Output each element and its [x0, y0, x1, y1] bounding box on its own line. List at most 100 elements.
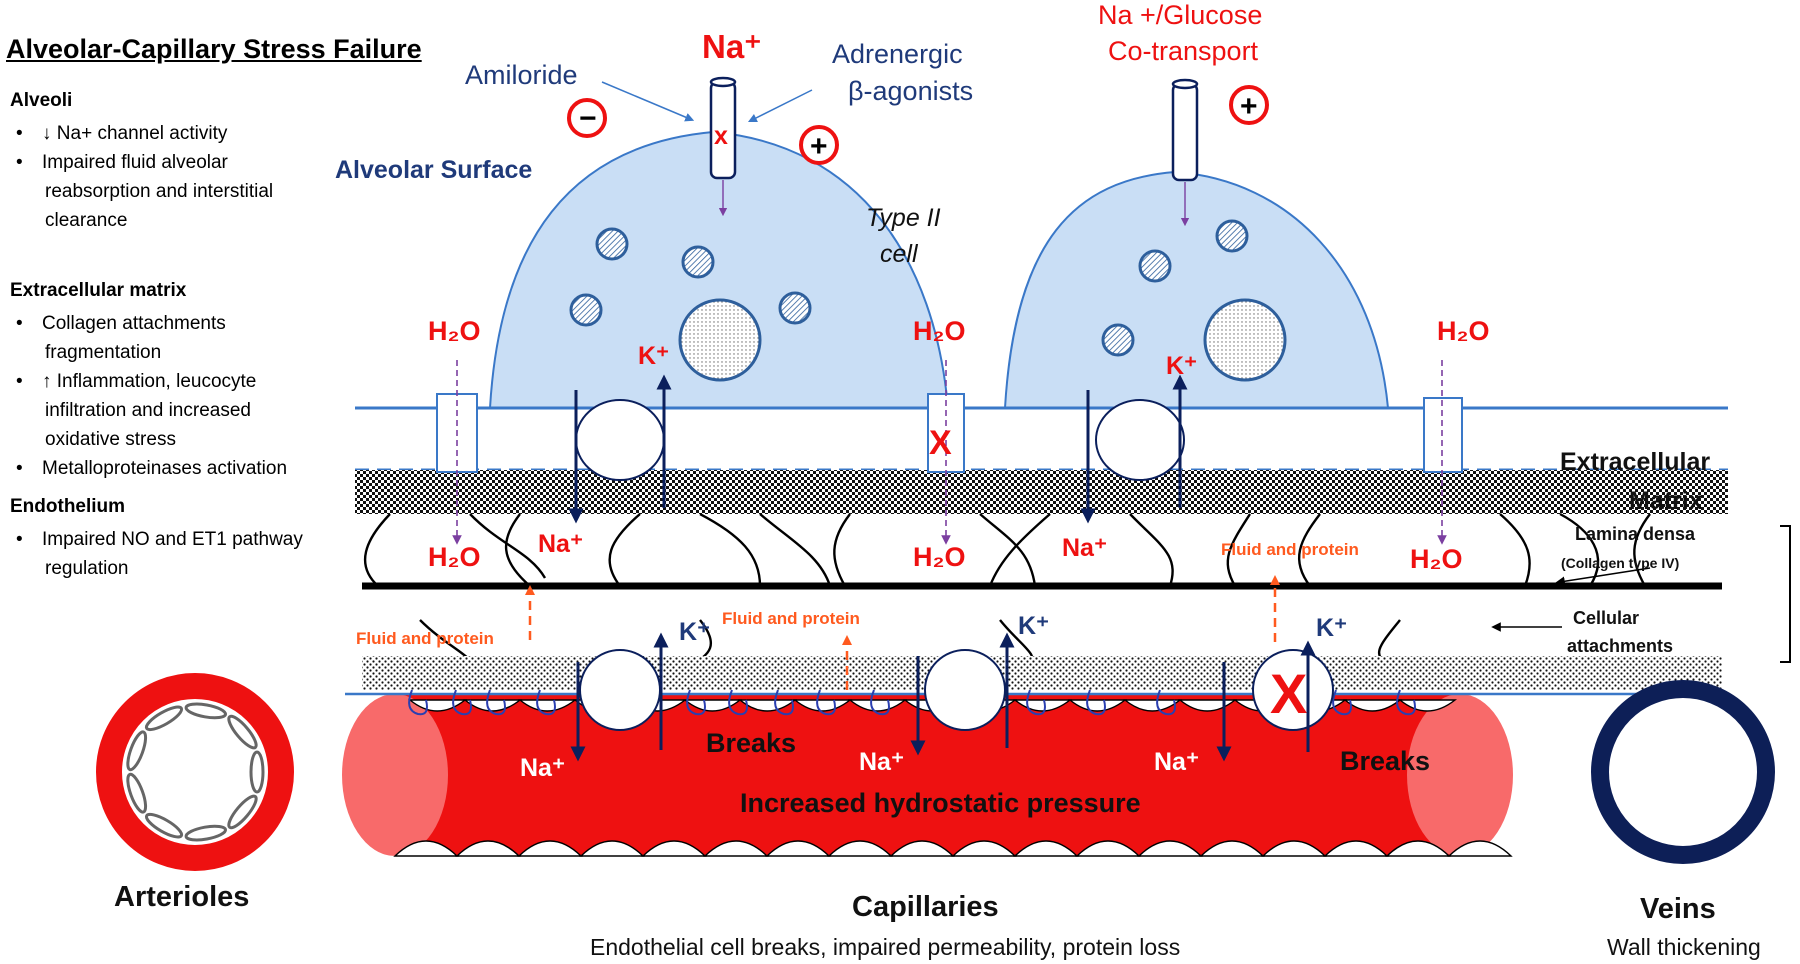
smooth-muscle-cell [184, 824, 228, 842]
smooth-muscle-cell [227, 794, 258, 830]
smooth-muscle-cell [144, 705, 184, 732]
bullet-icon: • [16, 371, 23, 392]
veins-caption: Wall thickening [1607, 934, 1761, 960]
legend-section-heading: Endothelium [10, 496, 126, 517]
wall-hook [728, 689, 748, 716]
smooth-muscle-cell [227, 714, 258, 750]
wall-hook [686, 689, 706, 716]
channel-block-x: x [714, 122, 728, 150]
veins-graphic [1591, 680, 1775, 864]
na-label-capillary-2: Na⁺ [859, 748, 904, 776]
wall-hook [1026, 689, 1046, 716]
legend-title: Alveolar-Capillary Stress Failure [6, 34, 422, 64]
legend-item-line: •↓ Na+ channel activity [16, 119, 227, 148]
na-glucose-label-1: Na +/Glucose [1098, 0, 1262, 30]
na-label-alveolar-1: Na⁺ [538, 530, 583, 558]
apical-na-label: Na⁺ [702, 28, 762, 65]
k-label-alveolar-2: K⁺ [1166, 352, 1197, 380]
na-k-pumps-capillary [579, 649, 1334, 731]
legend-section-heading: Alveoli [10, 90, 73, 111]
wall-hooks [408, 689, 1416, 716]
k-label-alveolar-1: K⁺ [638, 342, 669, 370]
legend-item-line: •↑ Inflammation, leucocyte [16, 367, 256, 396]
wall-hook [452, 689, 472, 716]
water-flow-arrows [452, 360, 1447, 545]
capillaries-caption: Endothelial cell breaks, impaired permea… [590, 934, 1180, 960]
legend-item-line: regulation [45, 558, 129, 579]
wall-hook [870, 689, 890, 716]
breaks-label-2: Breaks [1340, 746, 1430, 776]
stimulation-sign-1 [799, 125, 839, 165]
smooth-muscle-cell [126, 730, 148, 772]
legend-item-line: oxidative stress [45, 429, 176, 450]
wall-hook [1332, 689, 1352, 716]
arterioles-label: Arterioles [114, 881, 249, 913]
na-label-capillary-1: Na⁺ [520, 754, 565, 782]
aquaporin-block-x: X [929, 424, 952, 462]
bullet-icon: • [16, 152, 23, 173]
wall-hook [408, 689, 428, 716]
endothelial-cells-bottom [393, 840, 1513, 857]
na-label-alveolar-2: Na⁺ [1062, 534, 1107, 562]
apical-channels [709, 76, 1199, 182]
na-glucose-label-2: Co-transport [1108, 36, 1259, 66]
plus-sign-2: + [1240, 90, 1258, 123]
aquaporin-channels [436, 393, 1463, 473]
h2o-top-1: H₂O [428, 316, 481, 346]
legend-item-line: •Collagen attachments [16, 309, 226, 338]
drug-pointer-arrows [601, 81, 813, 123]
legend-section-heading: Extracellular matrix [10, 280, 187, 301]
alveolar-ion-arrows [568, 374, 1188, 524]
inhibition-sign [567, 98, 607, 138]
smooth-muscle-cell [144, 812, 184, 839]
amiloride-label: Amiloride [465, 60, 578, 90]
arrow-down-icon: ↓ [42, 123, 57, 144]
collagen-iv-label: (Collagen type IV) [1561, 555, 1679, 571]
cellular-label: Cellular [1573, 608, 1639, 628]
smooth-muscle-cell [249, 750, 265, 794]
apical-influx-arrows [718, 180, 1190, 227]
bullet-icon: • [16, 529, 23, 550]
cell-label: cell [880, 240, 919, 268]
minus-sign: − [579, 102, 597, 135]
breaks-label-1: Breaks [706, 728, 796, 758]
plus-sign-1: + [810, 130, 828, 163]
attachments-label: attachments [1567, 636, 1673, 656]
capillary-right-end [1407, 694, 1513, 856]
bullet-icon: • [16, 123, 23, 144]
adrenergic-label: Adrenergic [832, 39, 963, 69]
bullet-icon: • [16, 458, 23, 479]
capillary-left-end [342, 694, 448, 856]
lamina-densa-label: Lamina densa [1575, 524, 1696, 544]
wall-hook [1396, 689, 1416, 716]
h2o-bottom-2: H₂O [913, 542, 966, 572]
k-label-capillary-1: K⁺ [679, 618, 710, 646]
pump-block-x: X [1270, 662, 1307, 725]
endothelial-cell [1447, 840, 1513, 857]
legend-item-line: infiltration and increased [45, 400, 251, 421]
wall-hook [816, 689, 836, 716]
lamina-pointer [1555, 567, 1651, 587]
arrow-up-icon: ↑ [42, 371, 57, 392]
legend-item-line: •Metalloproteinases activation [16, 454, 287, 483]
nuclei [678, 298, 1287, 382]
organelles [569, 219, 1249, 357]
na-label-capillary-3: Na⁺ [1154, 748, 1199, 776]
extracellular-label: Extracellular [1560, 448, 1710, 476]
fluid-protein-label-2: Fluid and protein [722, 609, 860, 628]
legend-item-line: •Impaired NO and ET1 pathway [16, 525, 303, 554]
wall-hook [486, 689, 506, 716]
fluid-leak-arrows [525, 575, 1280, 690]
bullet-icon: • [16, 313, 23, 334]
legend-item-line: clearance [45, 210, 128, 231]
wall-hook [1156, 689, 1176, 716]
h2o-bottom-1: H₂O [428, 542, 481, 572]
h2o-top-3: H₂O [1437, 316, 1490, 346]
wall-hook [774, 689, 794, 716]
fluid-protein-label-3: Fluid and protein [1221, 540, 1359, 559]
alveolar-surface-label: Alveolar Surface [335, 156, 532, 184]
legend-item-line: reabsorption and interstitial [45, 181, 274, 202]
legend-item-line: •Impaired fluid alveolar [16, 148, 228, 177]
